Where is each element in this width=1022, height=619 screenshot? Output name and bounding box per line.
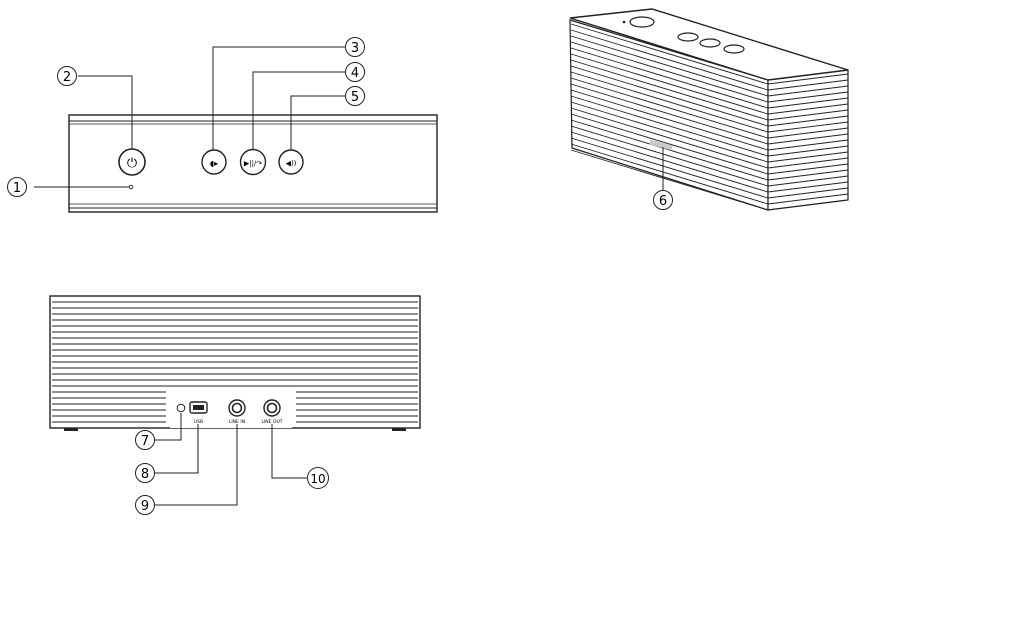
iso-led xyxy=(623,21,626,24)
svg-text:6: 6 xyxy=(659,194,667,209)
back-foot-left xyxy=(64,428,78,431)
power-icon: ⏻ xyxy=(127,156,137,171)
callout-7: 7 xyxy=(136,431,155,450)
iso-power-button xyxy=(630,17,654,27)
front-view: ⏻ ◖▸ ▶||/↷ ◀)) xyxy=(34,47,437,212)
play-pause-call-icon: ▶||/↷ xyxy=(244,160,262,168)
isometric-view xyxy=(570,9,848,210)
play-pause-button[interactable]: ▶||/↷ xyxy=(241,150,266,175)
line-out-jack[interactable] xyxy=(264,400,280,416)
svg-text:7: 7 xyxy=(141,434,149,449)
iso-button-c xyxy=(724,45,744,53)
callout-2: 2 xyxy=(58,67,77,86)
back-foot-right xyxy=(392,428,406,431)
volume-down-icon: ◖▸ xyxy=(210,159,218,168)
volume-down-button[interactable]: ◖▸ xyxy=(202,150,226,174)
svg-text:2: 2 xyxy=(63,70,71,85)
callout-6: 6 xyxy=(654,191,673,210)
svg-text:3: 3 xyxy=(351,41,359,56)
svg-text:4: 4 xyxy=(351,66,359,81)
volume-up-button[interactable]: ◀)) xyxy=(279,150,303,174)
charge-indicator xyxy=(177,404,185,412)
svg-text:9: 9 xyxy=(141,499,149,514)
back-view: USB LINE IN LINE OUT xyxy=(50,296,420,505)
callout-5: 5 xyxy=(346,87,365,106)
svg-text:8: 8 xyxy=(141,467,149,482)
callout-1: 1 xyxy=(8,178,27,197)
svg-text:1: 1 xyxy=(13,181,21,196)
usb-port[interactable] xyxy=(190,402,207,413)
iso-button-b xyxy=(700,39,720,47)
callout-9: 9 xyxy=(136,496,155,515)
callout-10: 10 xyxy=(308,468,329,489)
svg-text:5: 5 xyxy=(351,90,359,105)
callout-4: 4 xyxy=(346,63,365,82)
iso-button-a xyxy=(678,33,698,41)
volume-up-icon: ◀)) xyxy=(286,160,297,168)
callout-8: 8 xyxy=(136,464,155,483)
callout-3: 3 xyxy=(346,38,365,57)
svg-text:10: 10 xyxy=(310,472,325,486)
line-in-jack[interactable] xyxy=(229,400,245,416)
power-button[interactable]: ⏻ xyxy=(119,149,145,175)
